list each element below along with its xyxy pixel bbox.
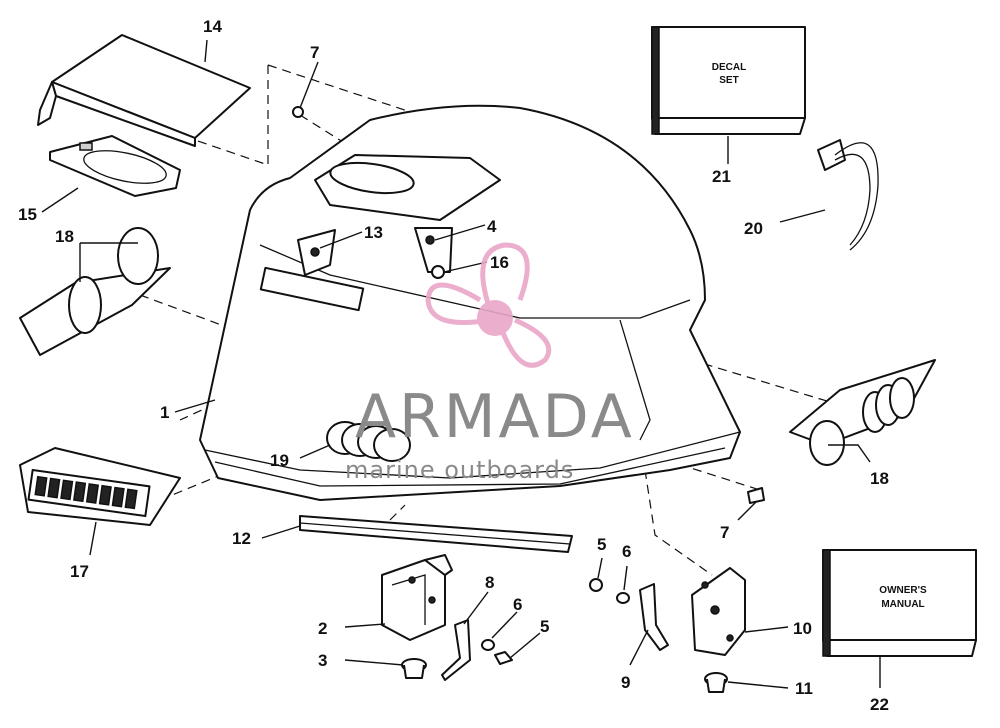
- part-17-grille[interactable]: [19, 447, 181, 526]
- part-6-washer-left[interactable]: [481, 639, 495, 651]
- decal-label-line1: DECAL: [712, 62, 746, 73]
- callout-9: 9: [621, 673, 630, 692]
- callout-21: 21: [712, 167, 731, 186]
- manual-label-line1: OWNER'S: [879, 585, 927, 596]
- callout-5-left: 5: [540, 617, 549, 636]
- part-14-top-cover[interactable]: [37, 34, 251, 147]
- part-8-clip[interactable]: [441, 619, 471, 681]
- callout-3: 3: [318, 651, 327, 670]
- part-1-motor-cover[interactable]: [199, 104, 741, 501]
- callout-19: 19: [270, 451, 289, 470]
- part-7-screw-top[interactable]: [292, 106, 304, 118]
- part-18-left-seal[interactable]: [19, 227, 171, 356]
- part-5-screw-right[interactable]: [589, 578, 603, 592]
- callout-20: 20: [744, 219, 763, 238]
- part-3-knob[interactable]: [401, 658, 427, 679]
- part-12-strip[interactable]: [299, 515, 573, 553]
- part-19-seal[interactable]: [326, 421, 411, 462]
- callout-1: 1: [160, 403, 169, 422]
- callout-labels: 14 7 15 18 13 4 16 1 19 18 7 17 12 2 3 8…: [18, 17, 889, 714]
- callout-7-top: 7: [310, 43, 319, 62]
- leader-lines: [41, 39, 881, 689]
- part-9-bracket[interactable]: [639, 583, 669, 651]
- part-21-decal-set[interactable]: [651, 26, 806, 135]
- part-4-bracket[interactable]: [414, 227, 453, 279]
- callout-11: 11: [795, 679, 813, 698]
- decal-label-line2: SET: [719, 75, 738, 86]
- part-18-right-seal[interactable]: [789, 359, 936, 466]
- callout-13: 13: [364, 223, 383, 242]
- callout-10: 10: [793, 619, 812, 638]
- watermark-brand: ARMADA: [355, 382, 635, 452]
- propeller-icon: [425, 242, 552, 368]
- callout-7-right: 7: [720, 523, 729, 542]
- part-5-screw-left[interactable]: [494, 651, 513, 665]
- callout-6-left: 6: [513, 595, 522, 614]
- callout-14: 14: [203, 17, 222, 36]
- part-22-owners-manual[interactable]: [822, 549, 977, 657]
- callout-2: 2: [318, 619, 327, 638]
- part-2-latch[interactable]: [381, 554, 453, 641]
- manual-label-line2: MANUAL: [881, 599, 924, 610]
- callout-6-right: 6: [622, 542, 631, 561]
- part-6-washer-right[interactable]: [616, 592, 630, 604]
- part-15-frame[interactable]: [49, 135, 181, 197]
- part-13-bracket[interactable]: [297, 229, 336, 276]
- callout-16: 16: [490, 253, 509, 272]
- callout-22: 22: [870, 695, 889, 714]
- part-20-lanyard[interactable]: [817, 139, 879, 251]
- callout-15: 15: [18, 205, 37, 224]
- callout-18-right: 18: [870, 469, 889, 488]
- callout-18-left: 18: [55, 227, 74, 246]
- part-7-screw-right[interactable]: [747, 487, 765, 504]
- callout-4: 4: [487, 217, 497, 236]
- callout-17: 17: [70, 562, 89, 581]
- callout-12: 12: [232, 529, 251, 548]
- part-10-plate[interactable]: [691, 567, 746, 656]
- callout-8: 8: [485, 573, 494, 592]
- watermark-tagline: marine outboards: [345, 456, 574, 484]
- callout-5-right: 5: [597, 535, 606, 554]
- part-11-knob[interactable]: [704, 672, 728, 693]
